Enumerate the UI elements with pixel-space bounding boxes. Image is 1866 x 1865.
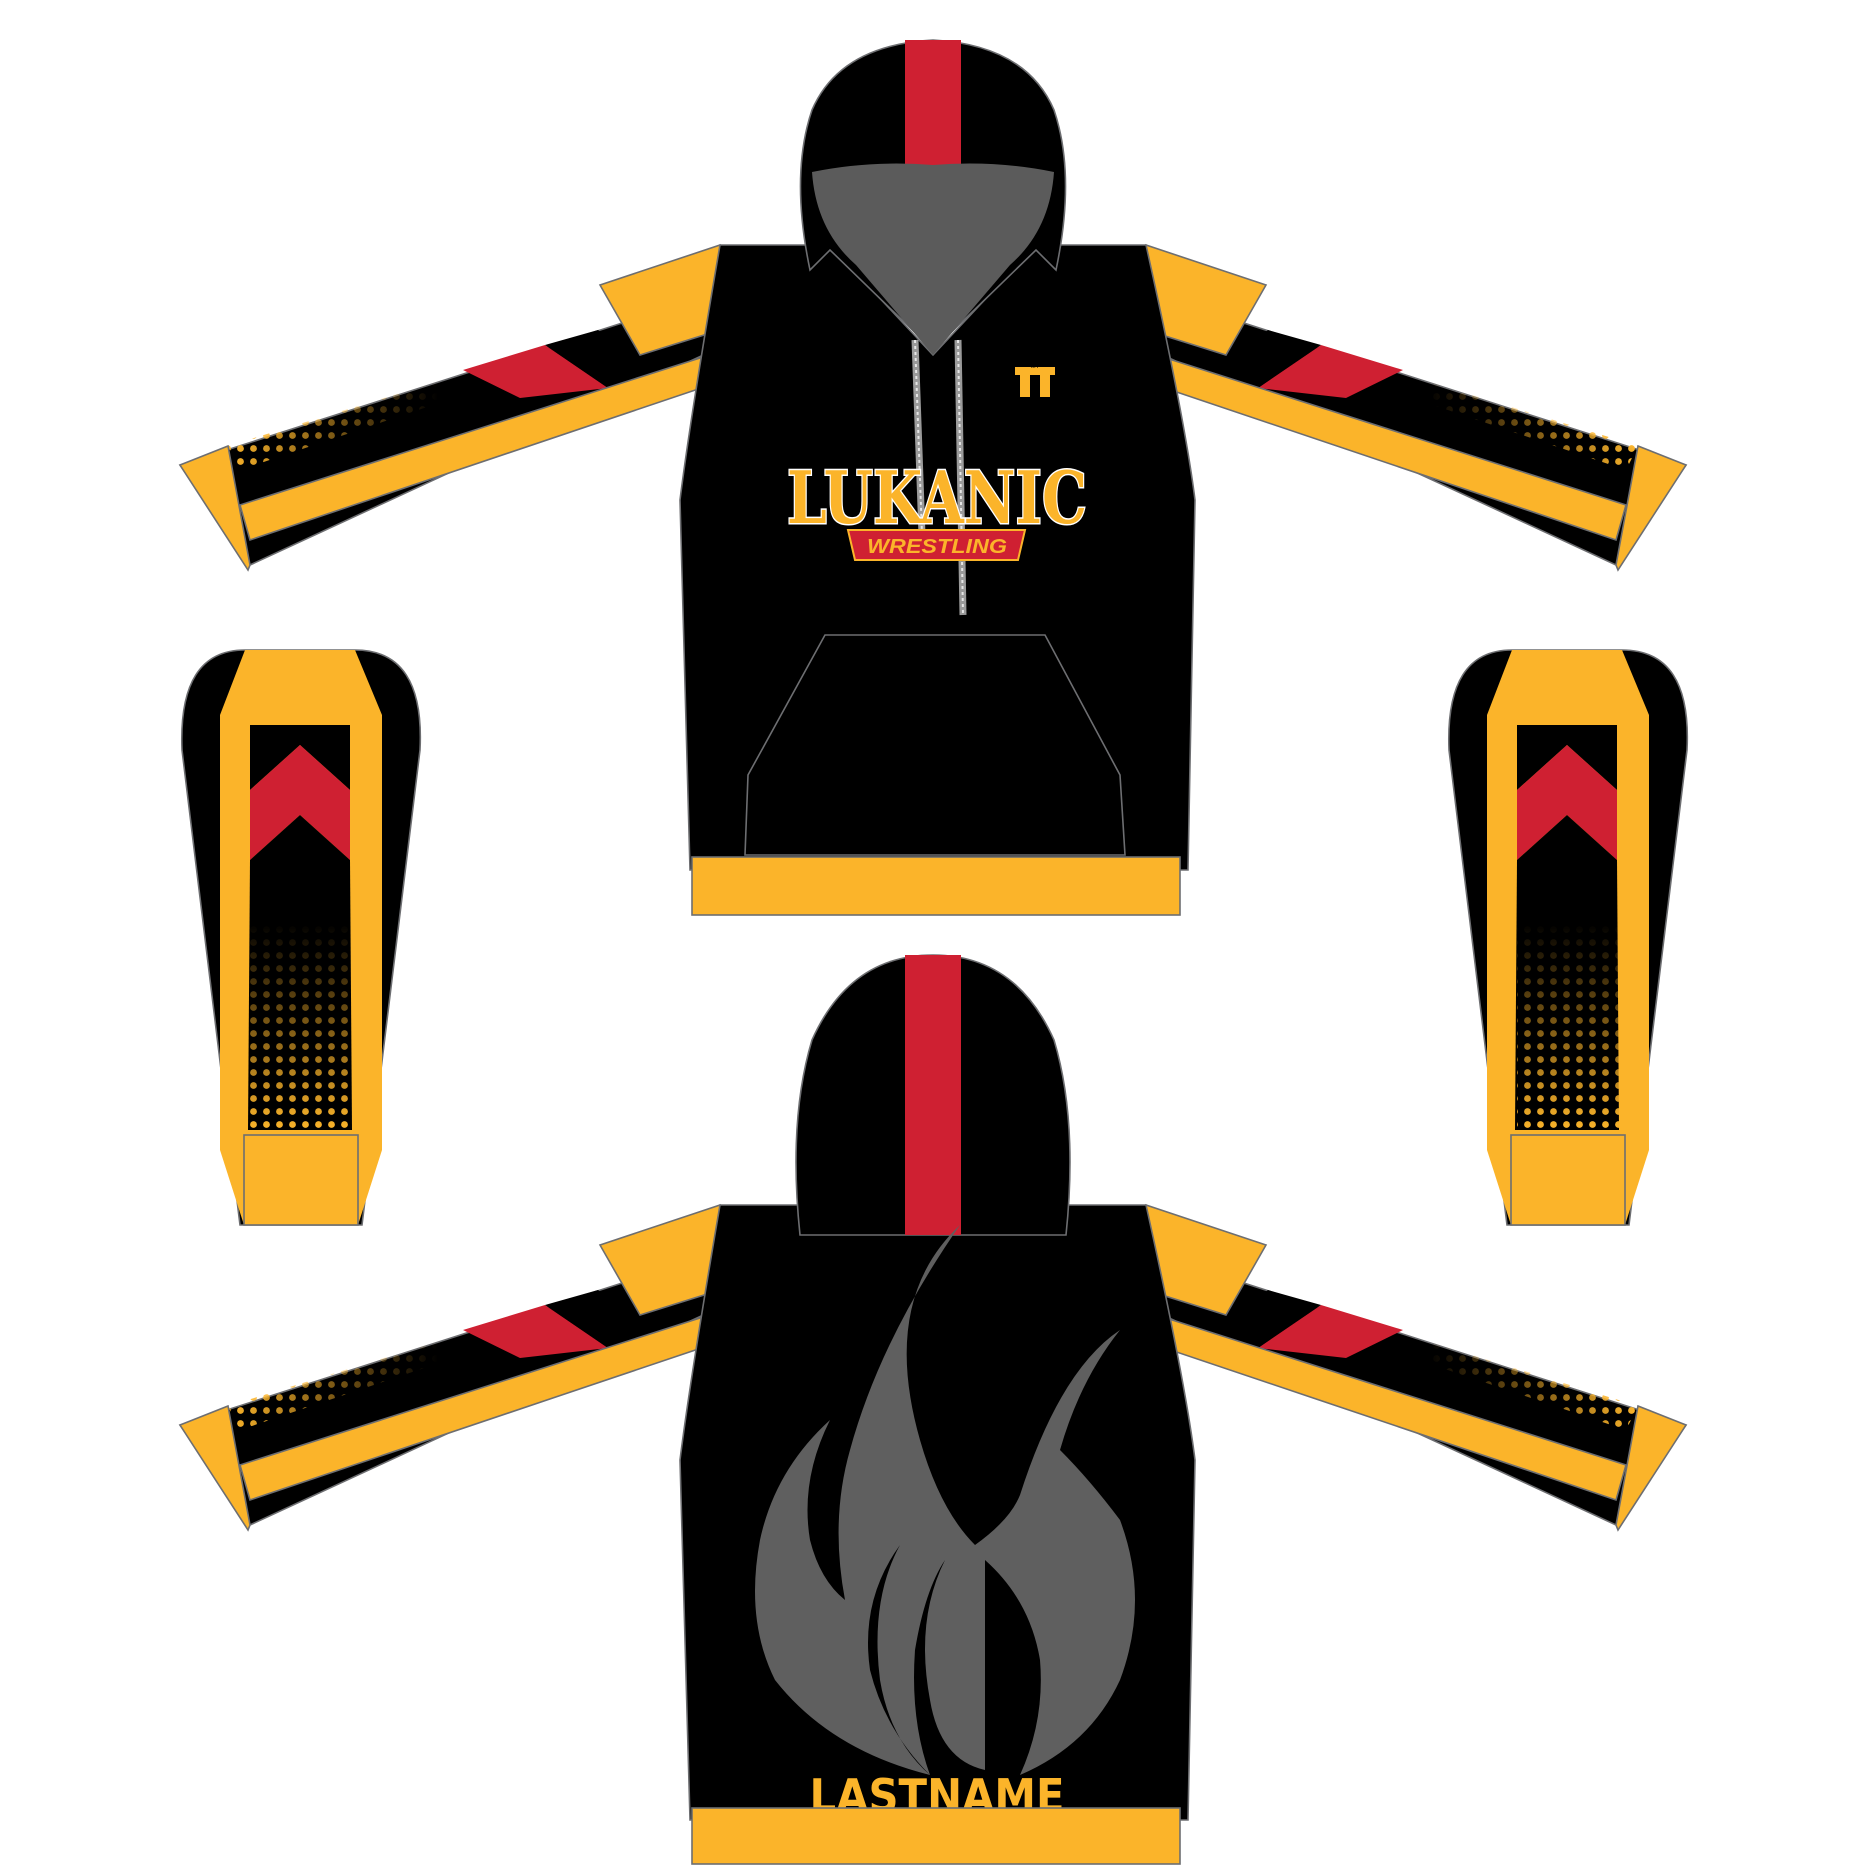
- back-view: LASTNAME: [178, 954, 1688, 1865]
- team-subtitle: WRESTLING: [867, 536, 1007, 558]
- team-wordmark: LUKANIC WRESTLING: [786, 454, 1089, 561]
- left-sleeve-panel: [181, 649, 422, 1226]
- front-right-sleeve: [1140, 288, 1688, 572]
- brand-logo: MT: [1015, 364, 1055, 397]
- flame-icon: [755, 1225, 1135, 1775]
- team-name: LUKANIC: [787, 455, 1087, 540]
- front-left-sleeve: [178, 288, 726, 572]
- front-hood: [799, 39, 1067, 355]
- back-hood: [795, 954, 1071, 1236]
- kangaroo-pocket: [744, 634, 1126, 856]
- back-waistband: [691, 1807, 1181, 1865]
- right-sleeve-panel: [1448, 649, 1689, 1226]
- back-right-sleeve: [1140, 1248, 1688, 1532]
- front-waistband: [691, 856, 1181, 916]
- back-left-sleeve: [178, 1248, 726, 1532]
- brand-mark-text: MT: [1031, 364, 1040, 370]
- front-view: MT LUKANIC WRESTLING: [178, 39, 1688, 916]
